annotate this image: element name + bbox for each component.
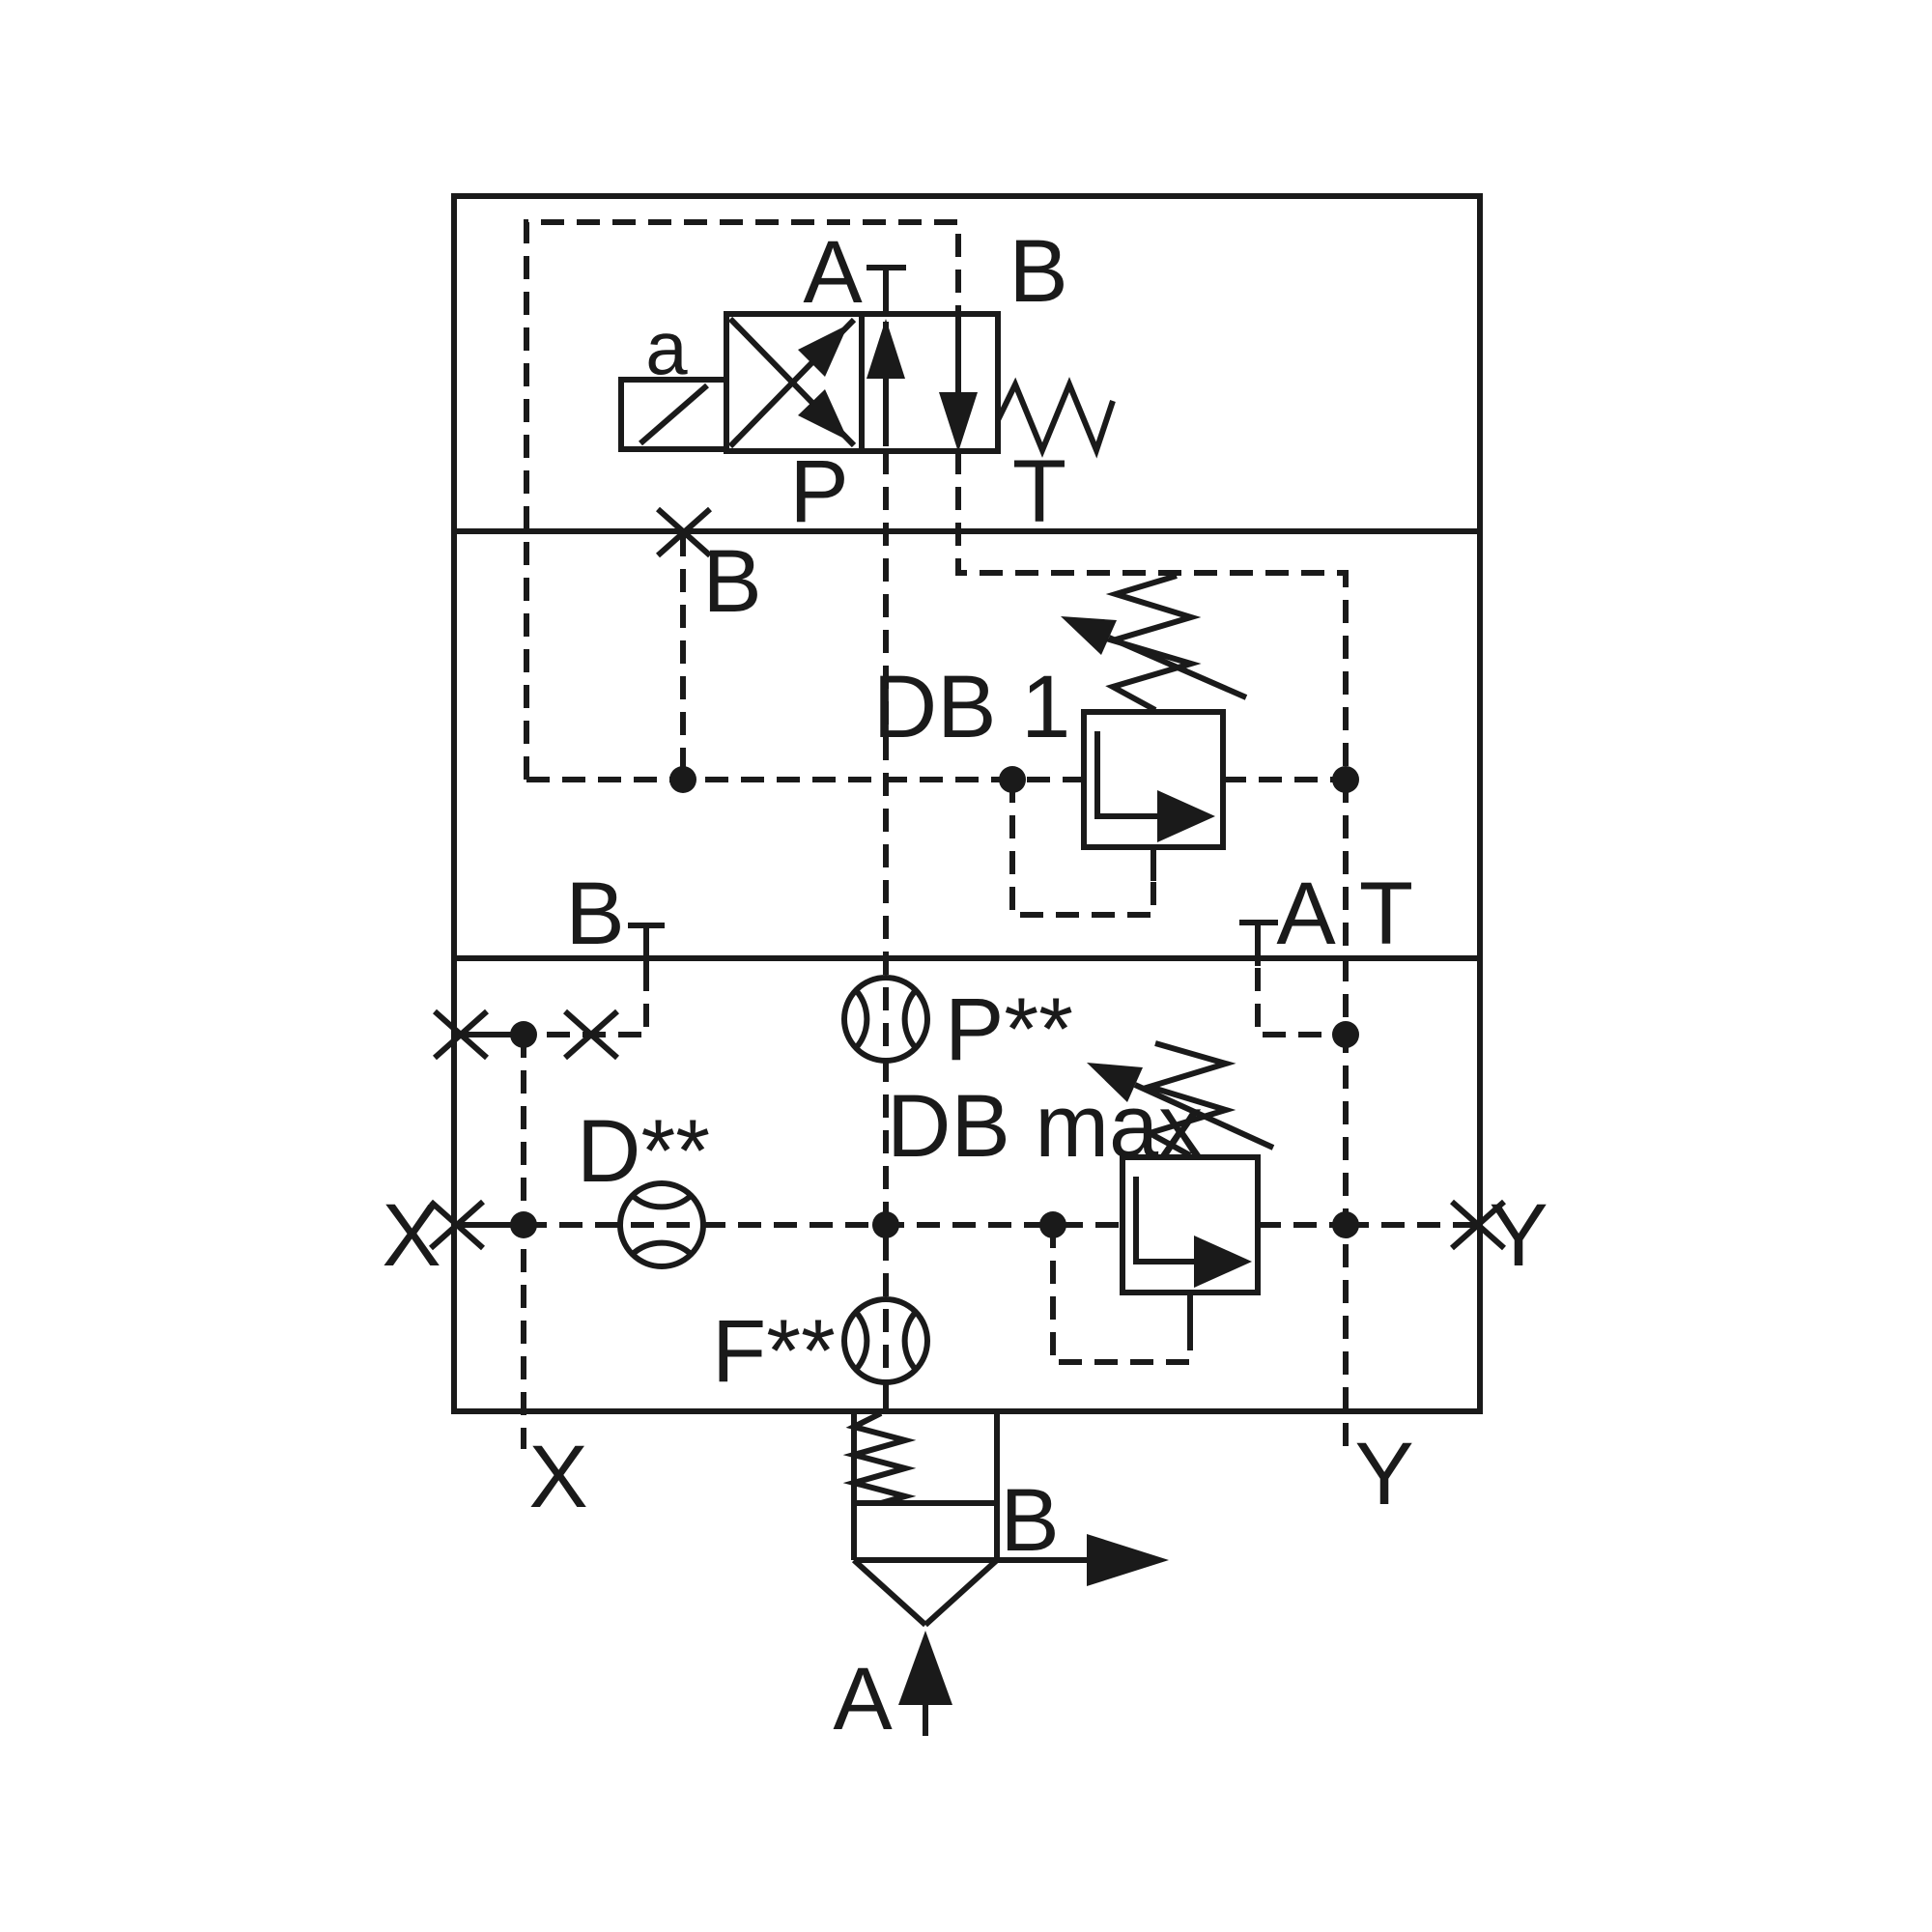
pilot-lines bbox=[524, 219, 1349, 1382]
label-valve-port-p: P bbox=[789, 442, 848, 541]
check-spring bbox=[842, 1410, 917, 1506]
xy-gallery bbox=[524, 1199, 1506, 1251]
label-relief-db-max: DB max bbox=[887, 1077, 1203, 1176]
label-port-y-bottom: Y bbox=[1354, 1425, 1413, 1523]
plug-cross-y bbox=[1450, 1199, 1506, 1251]
arrowhead-up bbox=[867, 319, 905, 379]
flow-arrow-b bbox=[1087, 1534, 1169, 1586]
dbmax-adjust-arrowhead bbox=[1087, 1063, 1143, 1102]
dbmax-spring bbox=[1139, 1040, 1236, 1158]
arrowhead bbox=[798, 389, 848, 440]
gauge-point-d bbox=[617, 1180, 706, 1269]
arrowhead-right bbox=[1194, 1236, 1252, 1288]
label-valve-port-t: T bbox=[1012, 442, 1066, 541]
label-port-y-side: Y bbox=[1489, 1186, 1548, 1285]
label-port-x-bottom: X bbox=[528, 1428, 587, 1526]
label-valve-port-a: A bbox=[803, 223, 863, 322]
relief-valve-db-max bbox=[1050, 1040, 1275, 1365]
label-solenoid-a: a bbox=[645, 305, 688, 390]
port-a-plug-mark bbox=[867, 265, 906, 314]
label-port-x-side: X bbox=[382, 1186, 440, 1285]
dbmax-adjust-line bbox=[1133, 1082, 1275, 1151]
manifold-housing-outline bbox=[451, 193, 1483, 1414]
plug-cross-b bbox=[656, 506, 712, 558]
arrowhead bbox=[798, 325, 848, 377]
check-valve-insert bbox=[842, 1410, 1169, 1736]
valve-position-parallel bbox=[859, 311, 1001, 454]
label-valve-port-b: B bbox=[1009, 222, 1067, 321]
pilot-directional-valve bbox=[618, 265, 1116, 459]
plug-cross bbox=[563, 1009, 619, 1061]
db1-adjust-arrowhead bbox=[1061, 616, 1117, 655]
label-work-port-a: A bbox=[1276, 865, 1336, 963]
label-inlet-a: A bbox=[833, 1650, 893, 1748]
label-work-port-t: T bbox=[1359, 865, 1413, 963]
arrowhead-right bbox=[1157, 790, 1215, 842]
valve-spring bbox=[995, 377, 1116, 459]
label-gauge-p: P** bbox=[945, 980, 1073, 1079]
label-plug-b: B bbox=[702, 532, 761, 631]
relief-valve-db1 bbox=[1009, 573, 1248, 918]
arrowhead-down bbox=[939, 392, 978, 452]
gauge-point-p bbox=[841, 975, 930, 1064]
solenoid-slash bbox=[639, 383, 709, 446]
label-gauge-f: F** bbox=[712, 1302, 836, 1401]
label-gauge-d: D** bbox=[577, 1102, 710, 1201]
db1-adjust-line bbox=[1107, 635, 1248, 700]
poppet-seat bbox=[851, 1557, 1000, 1628]
flow-arrow-a bbox=[898, 1631, 952, 1705]
plug-cross-x bbox=[429, 1199, 485, 1251]
label-work-port-b: B bbox=[565, 865, 624, 963]
label-outlet-b: B bbox=[1000, 1471, 1059, 1570]
plug-cross bbox=[433, 1009, 489, 1061]
port-marks-right bbox=[1239, 780, 1478, 1449]
junction-dots bbox=[510, 766, 1359, 1238]
label-relief-db1: DB 1 bbox=[873, 658, 1071, 756]
